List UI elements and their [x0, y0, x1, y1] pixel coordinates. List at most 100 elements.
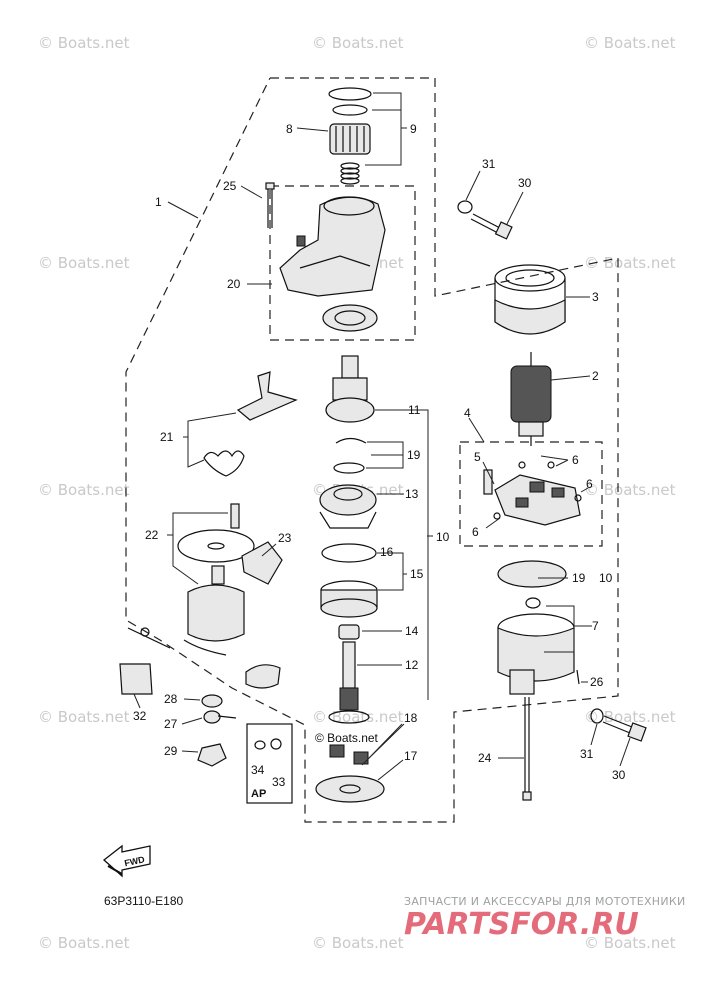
- part-yoke-3: [494, 264, 566, 335]
- watermark-text: © Boats.net: [38, 708, 130, 726]
- part-brush-plate: [497, 560, 567, 588]
- callout-13: 13: [405, 487, 419, 501]
- part-spring: [340, 162, 360, 185]
- callout-16: 16: [380, 545, 394, 559]
- callout-28: 28: [164, 692, 178, 706]
- watermark-text: © Boats.net: [584, 708, 676, 726]
- inline-watermark: © Boats.net: [315, 731, 379, 745]
- callout-21: 21: [160, 430, 174, 444]
- footer-caption: ЗАПЧАСТИ И АКСЕССУАРЫ ДЛЯ МОТОТЕХНИКИ: [404, 895, 686, 908]
- callout-6b: 6: [586, 477, 593, 491]
- part-gear-housing-13: [319, 484, 377, 529]
- part-solenoid-22: [127, 503, 255, 656]
- callouts: 1 2 3 4 5 6 6 6 7 8 9 10 10 11 12 13 14 …: [133, 122, 626, 800]
- callout-12: 12: [405, 658, 419, 672]
- part-washer-34: [254, 740, 266, 750]
- part-bolt-30: [470, 213, 513, 240]
- watermark-text: © Boats.net: [584, 254, 676, 272]
- part-front-cover-20: [279, 196, 386, 297]
- callout-9: 9: [410, 122, 417, 136]
- callout-7: 7: [592, 619, 599, 633]
- callout-14: 14: [405, 624, 419, 638]
- part-ring-16: [321, 543, 377, 563]
- part-washer-31: [457, 200, 473, 214]
- boundary-brush-holder-4: [459, 441, 603, 547]
- fwd-label: FWD: [123, 854, 146, 868]
- part-screw-26: [576, 669, 580, 685]
- callout-6c: 6: [472, 525, 479, 539]
- callout-30b: 30: [612, 768, 626, 782]
- callout-1: 1: [155, 195, 162, 209]
- callout-26: 26: [590, 675, 604, 689]
- watermark-text: © Boats.net: [38, 934, 130, 952]
- callout-31a: 31: [482, 157, 496, 171]
- part-thrust-washer: [525, 597, 541, 609]
- part-bolt-30b: [602, 715, 647, 742]
- part-plate-17-hole: [339, 784, 361, 794]
- watermark-text: © Boats.net: [584, 34, 676, 52]
- callout-15: 15: [410, 567, 424, 581]
- leader-lines: [133, 92, 631, 781]
- callout-19a: 19: [407, 448, 421, 462]
- watermark-text: © Boats.net: [312, 934, 404, 952]
- part-washer-19: [333, 462, 365, 474]
- part-rear-cover-7: [497, 613, 575, 695]
- callout-33: 33: [272, 775, 286, 789]
- part-shaft-11: [325, 355, 375, 423]
- callout-27: 27: [164, 717, 178, 731]
- part-cap: [245, 664, 281, 689]
- watermark-text: © Boats.net: [312, 34, 404, 52]
- callout-34: 34: [251, 763, 265, 777]
- callout-20: 20: [227, 277, 241, 291]
- part-through-bolt-24: [522, 697, 532, 801]
- part-collar: [332, 104, 368, 116]
- part-lever-21: [203, 371, 298, 477]
- callout-17: 17: [404, 749, 418, 763]
- callout-23: 23: [278, 531, 292, 545]
- callout-4: 4: [464, 406, 471, 420]
- part-washer-31b: [590, 708, 604, 724]
- assembly-boundaries: [125, 77, 619, 823]
- callout-30a: 30: [518, 176, 532, 190]
- callout-24: 24: [478, 751, 492, 765]
- ap-box: [246, 723, 293, 804]
- part-planet-gear-18b: [353, 751, 369, 765]
- fwd-arrow-icon: FWD: [102, 844, 151, 878]
- callout-18: 18: [404, 711, 418, 725]
- callout-25: 25: [223, 179, 237, 193]
- watermark-text: © Boats.net: [38, 481, 130, 499]
- watermark-text: © Boats.net: [38, 34, 130, 52]
- part-bracket-23: [241, 541, 283, 585]
- callout-8: 8: [286, 122, 293, 136]
- watermark-text: © Boats.net: [312, 708, 404, 726]
- watermark-layer: © Boats.net © Boats.net © Boats.net © Boats…: [38, 34, 676, 952]
- callout-3: 3: [592, 290, 599, 304]
- part-bearing-14: [338, 624, 360, 640]
- callout-22: 22: [145, 528, 159, 542]
- diagram-code: 63P3110-E180: [104, 894, 184, 908]
- part-internal-gear-15: [320, 580, 378, 618]
- part-carrier-shaft-12: [328, 641, 370, 724]
- callout-11: 11: [408, 403, 421, 417]
- part-cap-29: [197, 743, 227, 767]
- part-shapes: [119, 87, 647, 804]
- callout-31b: 31: [580, 747, 594, 761]
- part-plate-17: [315, 775, 385, 803]
- watermark-text: © Boats.net: [38, 254, 130, 272]
- callout-29: 29: [164, 744, 178, 758]
- part-brush-holder-4: [483, 461, 582, 526]
- callout-2: 2: [592, 369, 599, 383]
- boundary-assembly-1: [125, 77, 619, 823]
- callout-10a: 10: [436, 530, 450, 544]
- callout-5: 5: [474, 450, 481, 464]
- ap-label: AP: [251, 788, 266, 800]
- part-pinion-8: [329, 123, 371, 155]
- part-bolt-27: [203, 710, 237, 724]
- part-bearing-inner: [334, 310, 366, 326]
- part-armature-2: [510, 352, 552, 446]
- watermark-text: © Boats.net: [584, 481, 676, 499]
- part-planet-gear-18a: [329, 744, 345, 758]
- callout-6a: 6: [572, 453, 579, 467]
- footer-logo: PARTSFOR.RU: [404, 907, 639, 942]
